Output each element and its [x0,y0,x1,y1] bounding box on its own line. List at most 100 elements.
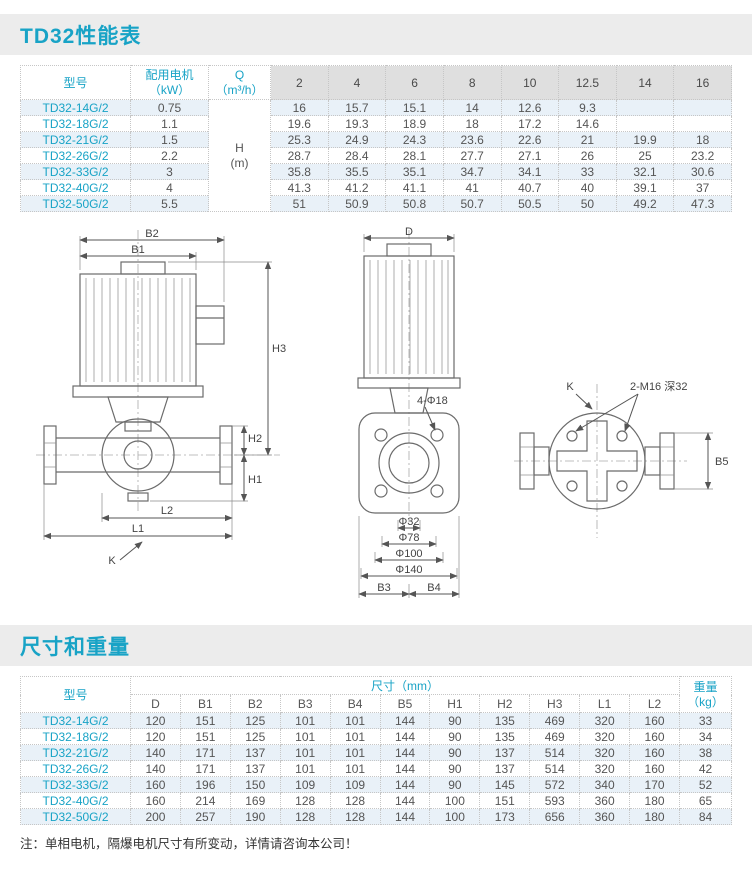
value-cell: 34.1 [500,163,560,180]
col-header-weight: 重量 （kg） [679,676,732,713]
dim-cell: 144 [379,712,431,729]
dim-cell: 200 [130,808,181,825]
weight-cell: 65 [679,792,732,809]
dim-cell: 469 [529,728,581,745]
dim-cell: 160 [629,760,680,777]
value-cell: 25.3 [270,131,329,148]
value-cell: 51 [270,195,329,212]
model-cell: TD32-50G/2 [20,808,131,825]
dim-cell: 120 [130,728,181,745]
motor-outline [72,261,225,432]
value-cell: 28.4 [327,147,387,164]
dim-cell: 572 [529,776,581,793]
dim-cell: 180 [629,808,680,825]
value-cell: 32.1 [615,163,675,180]
table-row: TD32-21G/2 1.5 25.3 24.9 24.3 23.6 22.6 … [20,131,732,148]
dim-cell: 125 [229,712,281,729]
dim-label-h2: H2 [248,433,262,445]
weight-cell: 52 [679,776,732,793]
dim-cell: 128 [329,792,381,809]
dimension-lines: B2 B1 H3 H2 H1 L2 L1 K [43,228,286,567]
value-cell: 23.6 [442,131,502,148]
dim-cell: 137 [479,760,531,777]
pump-top-view-drawing: K 2-M16 深32 B5 [514,380,728,538]
dim-cell: 90 [429,744,481,761]
dims-header-row-1: 型号 尺寸（mm） 重量 （kg） [20,676,732,713]
model-cell: TD32-33G/2 [20,163,131,180]
value-cell: 28.1 [385,147,444,164]
value-cell: 41.2 [327,179,387,196]
dim-label-phi32: Φ32 [398,516,419,528]
model-cell: TD32-33G/2 [20,776,131,793]
value-cell: 49.2 [615,195,675,212]
table-row: TD32-14G/2 0.75 H (m) 16 15.7 15.1 14 12… [20,99,732,212]
table-row: TD32-50G/2 5.5 51 50.9 50.8 50.7 50.5 50… [20,195,732,212]
dim-cell: 144 [379,760,431,777]
footnote: 注：单相电机，隔爆电机尺寸有所变动，详情请咨询本公司！ [20,837,358,851]
col-header-flow-q: Q （m³/h） [208,65,271,100]
dim-label-phi100: Φ100 [395,548,422,560]
centerlines [514,384,687,538]
value-cell: 50.7 [442,195,502,212]
value-cell: 9.3 [558,99,617,116]
dim-cell: 137 [479,744,531,761]
motor-fins [369,260,449,374]
value-cell: 19.3 [327,115,387,132]
dim-cell: 101 [329,712,381,729]
dim-cell: 656 [529,808,581,825]
value-cell [673,99,732,116]
dim-cell: 144 [379,808,431,825]
dim-cell: 340 [579,776,631,793]
dim-label-b2: B2 [145,228,158,240]
value-cell: 39.1 [615,179,675,196]
pump-outline [43,418,233,502]
value-cell: 19.9 [615,131,675,148]
dim-cell: 160 [629,744,680,761]
model-cell: TD32-14G/2 [20,99,131,116]
dim-cell: 120 [130,712,181,729]
value-cell: 14.6 [558,115,617,132]
col-header-size: 尺寸（mm） [130,676,680,695]
dim-cell: 469 [529,712,581,729]
value-cell: 27.1 [500,147,560,164]
table-row: TD32-40G/2 160 214 169 128 128 144 100 1… [20,792,732,809]
table-row: TD32-18G/2 120 151 125 101 101 144 90 13… [20,728,732,745]
col-header-flow-10: 10 [500,65,560,100]
dim-cell: 101 [279,728,331,745]
dim-label-phi78: Φ78 [398,532,419,544]
dim-cell: 169 [229,792,281,809]
dim-cell: 128 [329,808,381,825]
value-cell: 14 [442,99,502,116]
table-row: TD32-18G/2 1.1 19.6 19.3 18.9 18 17.2 14… [20,115,732,132]
dim-label-h1: H1 [248,474,262,486]
col-header-h1: H1 [429,694,481,713]
dim-cell: 125 [229,728,281,745]
model-cell: TD32-18G/2 [20,728,131,745]
model-cell: TD32-40G/2 [20,792,131,809]
dim-cell: 137 [229,744,281,761]
section-title-band-performance: TD32性能表 [0,14,752,55]
page-title: TD32性能表 [20,25,142,48]
dim-cell: 101 [279,760,331,777]
table-row: TD32-40G/2 4 41.3 41.2 41.1 41 40.7 40 3… [20,179,732,196]
dim-cell: 171 [179,760,231,777]
dim-cell: 144 [379,792,431,809]
pump-front-view-drawing: B2 B1 H3 H2 H1 L2 L1 K [36,228,286,567]
col-header-b3: B3 [279,694,331,713]
dim-cell: 151 [179,728,231,745]
value-cell: 26 [558,147,617,164]
value-cell: 50.5 [500,195,560,212]
dim-cell: 160 [629,712,680,729]
model-cell: TD32-21G/2 [20,744,131,761]
dimensions-table: 型号 尺寸（mm） 重量 （kg） D B1 B2 B3 B4 B5 H1 H2… [20,676,732,825]
dim-label-b3: B3 [377,582,390,594]
model-cell: TD32-18G/2 [20,115,131,132]
dim-cell: 173 [479,808,531,825]
model-cell: TD32-40G/2 [20,179,131,196]
dim-cell: 128 [279,808,331,825]
value-cell: 17.2 [500,115,560,132]
value-cell: 24.3 [385,131,444,148]
motor-cell: 0.75 [130,99,209,116]
dim-cell: 214 [179,792,231,809]
col-header-l1: L1 [579,694,631,713]
